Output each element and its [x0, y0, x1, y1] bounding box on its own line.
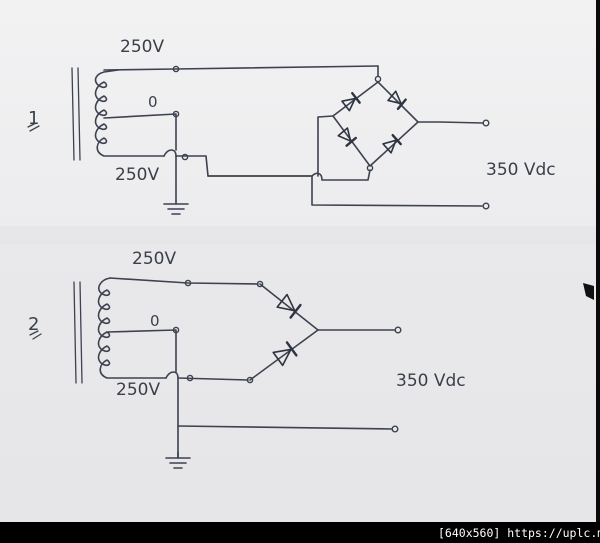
t1-diode-1	[341, 91, 361, 112]
t2-core-line-b	[79, 281, 83, 384]
t2-bottom-voltage-label: 250V	[116, 380, 160, 400]
t1-diode-2	[387, 90, 407, 111]
t2-ground-icon	[165, 451, 191, 469]
t1-core-line-b	[77, 67, 81, 161]
t2-tap-label: 0	[150, 312, 160, 330]
t1-output-minus-terminal[interactable]	[482, 202, 490, 210]
t1-center-tap-wire	[103, 113, 177, 151]
t2-secondary-coil	[97, 277, 167, 379]
t1-tap-label: 0	[148, 93, 158, 111]
t2-top-wire	[109, 277, 259, 285]
t1-ground-icon	[163, 199, 189, 215]
t1-diode-4	[382, 133, 402, 154]
t2-node-bottom	[186, 374, 194, 382]
t2-diode-lower	[272, 341, 298, 367]
circuit-1-number-underline	[27, 122, 40, 132]
t1-node-top	[172, 65, 180, 73]
t2-diode-upper-leg	[259, 283, 319, 331]
t2-center-tap-wire	[106, 329, 177, 373]
t1-node-ct	[172, 110, 180, 118]
bottom-band	[0, 522, 600, 543]
paper-fold	[0, 226, 597, 244]
t2-top-voltage-label: 250V	[132, 249, 176, 269]
t2-output-plus-terminal[interactable]	[394, 326, 402, 334]
t2-bottom-wire	[177, 377, 249, 381]
t2-output-minus-wire	[177, 425, 393, 430]
watermark-text: [640x560] https://uplc.me/	[438, 526, 600, 540]
t2-node-ct	[172, 326, 180, 334]
circuit-2: 2	[28, 249, 466, 469]
edge-mark	[583, 283, 594, 300]
t2-diode-upper	[276, 293, 302, 319]
circuit-1: 1	[27, 37, 556, 215]
right-edge	[596, 0, 600, 543]
t1-output-label: 350 Vdc	[486, 160, 556, 180]
t1-top-wire	[103, 65, 379, 71]
t1-node-bottom	[181, 153, 189, 161]
circuit-2-number-underline	[29, 330, 42, 340]
t1-output-plus-terminal[interactable]	[482, 119, 490, 127]
t2-core-line-a	[73, 281, 77, 384]
t2-output-label: 350 Vdc	[396, 371, 466, 391]
t2-output-minus-terminal[interactable]	[391, 425, 399, 433]
t2-node-bottom-right	[246, 376, 254, 384]
t1-bridge-left-wire	[317, 115, 334, 177]
paper-sheet	[0, 0, 597, 522]
t2-diode-lower-leg	[249, 329, 319, 381]
t2-node-top	[184, 279, 192, 287]
t1-core-line-a	[71, 67, 75, 161]
t1-bridge-bottom-wire	[207, 169, 371, 181]
circuit-1-number: 1	[28, 108, 39, 129]
t1-secondary-coil	[94, 69, 165, 157]
t1-bridge-diamond	[332, 81, 419, 167]
circuit-2-number: 2	[28, 314, 39, 335]
t2-node-top-right	[256, 280, 264, 288]
t1-diode-3	[337, 127, 358, 147]
t1-bottom-voltage-label: 250V	[115, 165, 159, 185]
t1-top-voltage-label: 250V	[120, 37, 164, 57]
t1-output-plus-wire	[417, 121, 484, 124]
